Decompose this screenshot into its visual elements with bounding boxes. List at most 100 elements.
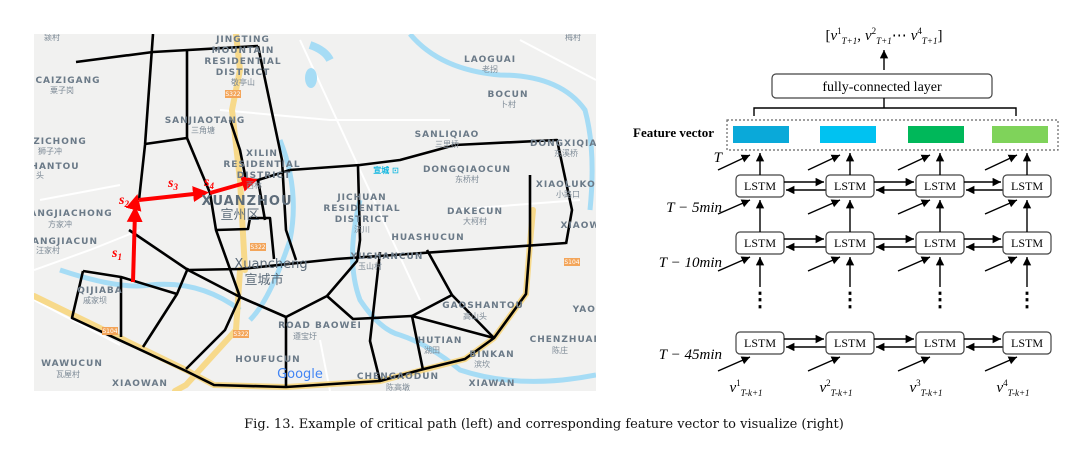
time-label: T − 45min — [659, 347, 722, 363]
lstm-label: LSTM — [1011, 236, 1043, 250]
fc-bracket — [753, 98, 1017, 116]
svg-text:DISTRICT: DISTRICT — [216, 68, 270, 78]
station-label: 宣城 ⊡ — [373, 165, 399, 175]
minor-streets — [34, 39, 596, 391]
svg-text:卜村: 卜村 — [500, 99, 516, 109]
input-arrow — [984, 356, 1018, 372]
lstm-cell — [915, 331, 965, 355]
svg-text:三角塘: 三角塘 — [191, 125, 215, 135]
svg-text:汪家村: 汪家村 — [36, 245, 60, 255]
label-s4: s4 — [203, 175, 214, 191]
svg-text:东桥村: 东桥村 — [455, 174, 479, 184]
svg-text:宣城市: 宣城市 — [244, 272, 283, 288]
ellipsis: ⋮ — [930, 287, 950, 311]
svg-text:Xuancheng: Xuancheng — [234, 257, 307, 272]
svg-text:HUASHUCUN: HUASHUCUN — [391, 233, 464, 243]
input-sup: 3 — [916, 378, 921, 388]
lstm-label: LSTM — [1011, 336, 1043, 350]
lstm-label: LSTM — [744, 336, 776, 350]
svg-text:颍村: 颍村 — [44, 32, 60, 42]
svg-text:JICHUAN: JICHUAN — [336, 193, 386, 203]
input-v: v — [909, 380, 916, 396]
ellipsis: ⋮ — [840, 287, 860, 311]
input-v: v — [729, 380, 736, 396]
input-sup: 2 — [826, 378, 831, 388]
svg-text:陈庄: 陈庄 — [552, 345, 568, 355]
bracket-open: [ — [825, 28, 830, 44]
svg-text:湖田: 湖田 — [424, 346, 440, 355]
svg-text:QIJIABA: QIJIABA — [77, 286, 123, 296]
lstm-label: LSTM — [744, 236, 776, 250]
input-label: v4T-k+1 — [996, 378, 1029, 398]
svg-text:XIAOLUKOU: XIAOLUKOU — [536, 180, 604, 190]
svg-text:滨坎: 滨坎 — [474, 359, 490, 369]
output-sep: ⋯ — [892, 28, 907, 44]
input-arrow — [717, 256, 751, 272]
output-sup: 2 — [872, 26, 877, 36]
svg-text:DAKECUN: DAKECUN — [447, 207, 503, 217]
svg-text:MOUNTAIN: MOUNTAIN — [212, 46, 275, 56]
lstm-cell — [735, 331, 785, 355]
input-arrow — [897, 356, 931, 372]
output-sub: T+1 — [876, 36, 892, 46]
svg-text:SANLIQIAO: SANLIQIAO — [415, 130, 480, 140]
output-sub: T+1 — [842, 36, 858, 46]
ellipsis: ⋮ — [1017, 287, 1037, 311]
svg-text:ROAD BAOWEI: ROAD BAOWEI — [278, 321, 362, 331]
time-label: T − 5min — [666, 200, 722, 216]
time-label: T − 10min — [659, 255, 722, 271]
svg-text:狮子冲: 狮子冲 — [38, 146, 62, 156]
input-sub: T-k+1 — [921, 388, 943, 398]
label-s2: s2 — [118, 193, 129, 209]
input-arrow — [984, 199, 1018, 215]
lstm-label: LSTM — [924, 336, 956, 350]
svg-text:S104: S104 — [564, 259, 579, 266]
lstm-label: LSTM — [1011, 179, 1043, 193]
svg-text:粟子岗: 粟子岗 — [50, 86, 74, 95]
path-labels: s1 s2 s3 s4 — [111, 175, 214, 262]
google-logo: Google — [277, 367, 323, 382]
output-v: v — [911, 28, 918, 44]
segment-s3 — [138, 186, 209, 203]
svg-text:CHENZHUANG: CHENZHUANG — [530, 335, 611, 345]
input-arrow-top — [717, 154, 751, 171]
svg-text:小路口: 小路口 — [556, 189, 580, 199]
fully-connected-layer-label: fully-connected layer — [822, 80, 942, 95]
feature-block-4 — [992, 126, 1048, 143]
svg-text:WAWUCUN: WAWUCUN — [41, 359, 103, 369]
svg-text:HANTOU: HANTOU — [30, 162, 79, 172]
critical-path — [125, 176, 258, 283]
map: s1 s2 s3 s4 S322 S322 S104 S322 S104 颍村 … — [23, 32, 611, 392]
svg-text:S322: S322 — [225, 91, 240, 98]
output-v: v — [830, 28, 837, 44]
svg-text:陈高墩: 陈高墩 — [386, 382, 410, 392]
road-network — [70, 34, 574, 389]
svg-text:S322: S322 — [250, 244, 265, 251]
segment-s2 — [125, 194, 142, 212]
svg-text:梅村: 梅村 — [565, 32, 581, 42]
input-arrow-top — [984, 154, 1018, 171]
output-sup: 1 — [837, 26, 842, 36]
svg-text:RESIDENTIAL: RESIDENTIAL — [204, 57, 281, 67]
label-s3: s3 — [167, 176, 178, 192]
segment-s1 — [126, 206, 143, 283]
output-sup: 4 — [917, 26, 922, 36]
svg-text:方家冲: 方家冲 — [48, 219, 72, 229]
svg-text:宣州区: 宣州区 — [220, 207, 259, 223]
input-arrow — [807, 199, 841, 215]
lstm-label: LSTM — [834, 179, 866, 193]
svg-text:LAOGUAI: LAOGUAI — [464, 55, 516, 65]
svg-text:XIAOWE: XIAOWE — [561, 221, 608, 231]
svg-text:FANGJIACHONG: FANGJIACHONG — [23, 209, 112, 219]
svg-text:DONGXIQIAO: DONGXIQIAO — [530, 139, 606, 149]
input-sub: T-k+1 — [1008, 388, 1030, 398]
input-arrow-top — [807, 154, 841, 171]
output-vector-label: [v1T+1,v2T+1⋯v4T+1] — [825, 26, 942, 46]
svg-text:XIAOWAN: XIAOWAN — [112, 379, 168, 389]
ellipsis: ⋮ — [750, 287, 770, 311]
svg-text:头: 头 — [36, 170, 44, 180]
svg-text:ANGJIACUN: ANGJIACUN — [32, 237, 98, 247]
lstm-label: LSTM — [834, 236, 866, 250]
svg-text:YUSHANCUN: YUSHANCUN — [350, 252, 424, 262]
